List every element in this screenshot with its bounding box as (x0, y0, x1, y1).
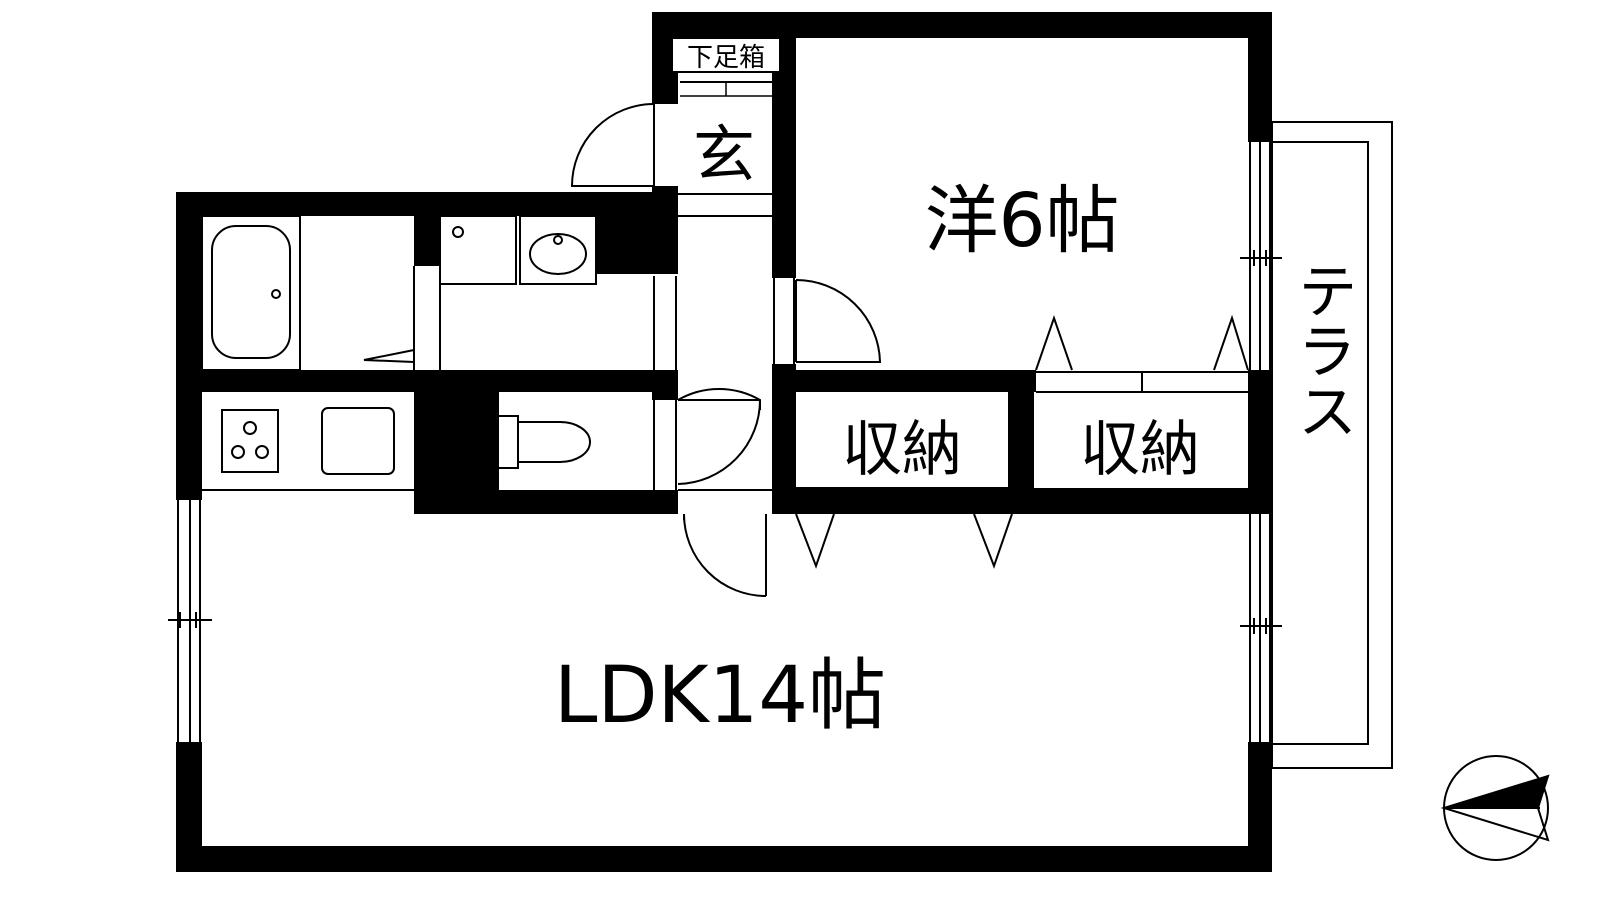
thin-lines (202, 71, 1248, 514)
wall-top-upper (652, 12, 1272, 38)
walls (176, 12, 1272, 872)
door-entrance (570, 103, 655, 187)
wall-toilet-bottom (414, 490, 678, 514)
terrace (1271, 121, 1393, 769)
wall-right-lower (1248, 742, 1272, 872)
window-right-lower (1240, 514, 1282, 742)
doors (363, 103, 1249, 597)
window-left (168, 500, 212, 742)
stove-icon (221, 407, 395, 475)
wall-right-upper (1248, 12, 1272, 142)
door-ldk (683, 513, 767, 597)
room-label-storage-right: 収納 (1080, 415, 1200, 485)
bathtub-icon (201, 215, 301, 371)
room-label-storage-left: 収納 (842, 415, 962, 485)
shoe-box-label: 下足箱 (687, 43, 765, 73)
wall-top-lower (176, 192, 678, 216)
wall-wash-block (596, 192, 678, 274)
door-storage-left (795, 513, 1013, 569)
door-storage-right (1035, 314, 1249, 371)
north-arrow-icon (1440, 755, 1550, 861)
wall-bottom (176, 846, 1272, 872)
wall-storage-top (772, 370, 1034, 392)
washbasin-icon (439, 215, 597, 285)
windows (168, 142, 1282, 742)
wall-left-upper (176, 192, 202, 500)
wall-bath-divider (414, 216, 440, 266)
wall-toilet-right (652, 390, 678, 400)
room-label-terrace: テラス (1287, 260, 1357, 440)
toilet-icon (497, 415, 591, 469)
wall-storage-divider (1008, 370, 1034, 514)
window-right-upper (1240, 142, 1282, 370)
room-label-ldk: LDK14帖 (554, 651, 886, 741)
door-western (795, 279, 882, 363)
room-label-entrance: 玄 (693, 118, 755, 191)
room-label-western: 洋6帖 (924, 178, 1119, 264)
door-toilet (677, 388, 761, 485)
door-wash-slide (363, 349, 415, 363)
shoe-box: 下足箱 (671, 37, 781, 97)
